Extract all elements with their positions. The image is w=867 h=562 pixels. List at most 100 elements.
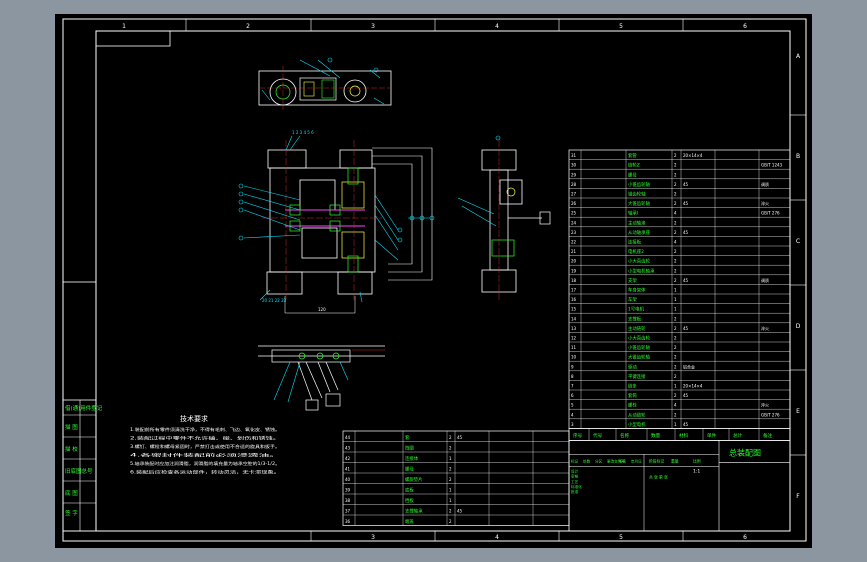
bom-qty: 2 (674, 316, 677, 321)
bom-qty: 2 (674, 153, 677, 158)
sign-label: 标记 (571, 458, 579, 463)
outer-frame (62, 18, 807, 542)
approval-label: 标准化 (571, 484, 582, 489)
bom-number: 9 (571, 364, 574, 369)
bom-name: 主动轴滚 (628, 219, 646, 226)
top-view-drawing (258, 57, 392, 110)
bom-qty: 1 (449, 498, 452, 503)
bom-number: 44 (345, 435, 351, 440)
bom-qty: 2 (674, 364, 677, 369)
bom-name: 1号电机 (628, 306, 645, 313)
bom-header-cell: 备注 (763, 432, 773, 439)
bom-number: 22 (571, 240, 577, 245)
svg-text:120: 120 (318, 307, 326, 312)
bom-name: 挡板 (405, 497, 414, 504)
tech-requirement-line: 1.装配前所有零件须清洗干净，不得有毛刺、飞边、氧化皮、锈蚀。 (130, 426, 280, 433)
bom-name: 链轮Z (628, 162, 640, 169)
table-row: 15 1号电机 1 (571, 306, 677, 313)
bom-qty: 2 (674, 182, 677, 187)
bom-material: 45 (683, 422, 689, 427)
sign-label: 更改文件号 (607, 458, 625, 463)
bom-qty: 1 (449, 456, 452, 461)
stamp-label: 底 图 (65, 489, 78, 497)
bom-qty: 2 (674, 230, 677, 235)
bom-name: 电机座2 (628, 248, 644, 255)
scale-value: 1:1 (693, 468, 700, 474)
bom-qty: 2 (674, 192, 677, 197)
bom-number: 17 (571, 288, 577, 293)
bom-name: 小大直齿轮 (628, 258, 651, 265)
bom-material: 45 (683, 230, 689, 235)
bom-number: 39 (345, 488, 351, 493)
bom-name: 车架 (628, 296, 637, 303)
sheet-info: 共 张 第 张 (649, 474, 668, 479)
bom-name: 连接板 (628, 239, 642, 246)
zone-label-top: 6 (743, 23, 747, 30)
approval-label: 批准 (571, 489, 579, 494)
bom-qty: 1 (674, 422, 677, 427)
bom-material: 45 (683, 393, 689, 398)
bom-header-cell: 数量 (651, 432, 661, 439)
bom-number: 42 (345, 456, 351, 461)
stage-label: 重量 (671, 458, 679, 463)
bom-number: 6 (571, 393, 574, 398)
bom-number: 13 (571, 326, 577, 331)
stage-label: 比例 (693, 458, 701, 463)
approval-label: 工艺 (571, 479, 579, 484)
bom-note: 淬火 (761, 200, 769, 206)
sign-label: 签名 (619, 458, 627, 463)
bom-name: 支撑轴承 (405, 508, 423, 515)
bom-number: 4 (571, 412, 574, 417)
zone-label-right: F (796, 493, 800, 500)
bom-header-cell: 总计 (733, 432, 743, 439)
tech-requirement-line: 4.各密封件装配前必须浸透油。 (130, 452, 280, 459)
zone-label-bottom: 4 (495, 534, 499, 541)
bom-name: 支架 (628, 277, 637, 284)
bom-qty: 2 (674, 172, 677, 177)
stamp-label: 描 图 (65, 423, 78, 431)
stage-label: 阶段标记 (649, 458, 664, 463)
bom-qty: 1 (674, 307, 677, 312)
bom-number: 18 (571, 278, 577, 283)
bom-qty: 2 (674, 355, 677, 360)
title-block: 总装配图标记处数分区更改文件号签名年月日设计审核工艺标准化批准阶段标记重量比例1… (568, 439, 791, 532)
bom-number: 15 (571, 307, 577, 312)
bom-name: 小型电机轴承 (628, 267, 655, 274)
bom-name: 锥齿轮轴 (628, 191, 646, 198)
bom-material: 45 (683, 182, 689, 187)
bom-number: 29 (571, 172, 577, 177)
bom-number: 28 (571, 182, 577, 187)
zone-label-right: C (796, 238, 800, 245)
bom-name: 小大直齿轮 (628, 335, 651, 342)
bom-note: 调质 (761, 181, 769, 187)
bom-number: 11 (571, 345, 577, 350)
bom-header-cell: 材料 (679, 432, 689, 439)
bom-name: 套 (405, 434, 410, 441)
bom-qty: 2 (674, 163, 677, 168)
bom-note: 淬火 (761, 402, 769, 408)
top-left-corner-box (95, 30, 171, 47)
bom-name: 从动轴承座 (628, 229, 651, 236)
bom-name: 小锥齿轮轴 (628, 344, 651, 351)
bom-number: 30 (571, 163, 577, 168)
approval-label: 审核 (571, 474, 579, 479)
bom-header-cell: 名称 (620, 432, 630, 439)
bom-note: GB/T 276 (761, 211, 780, 216)
